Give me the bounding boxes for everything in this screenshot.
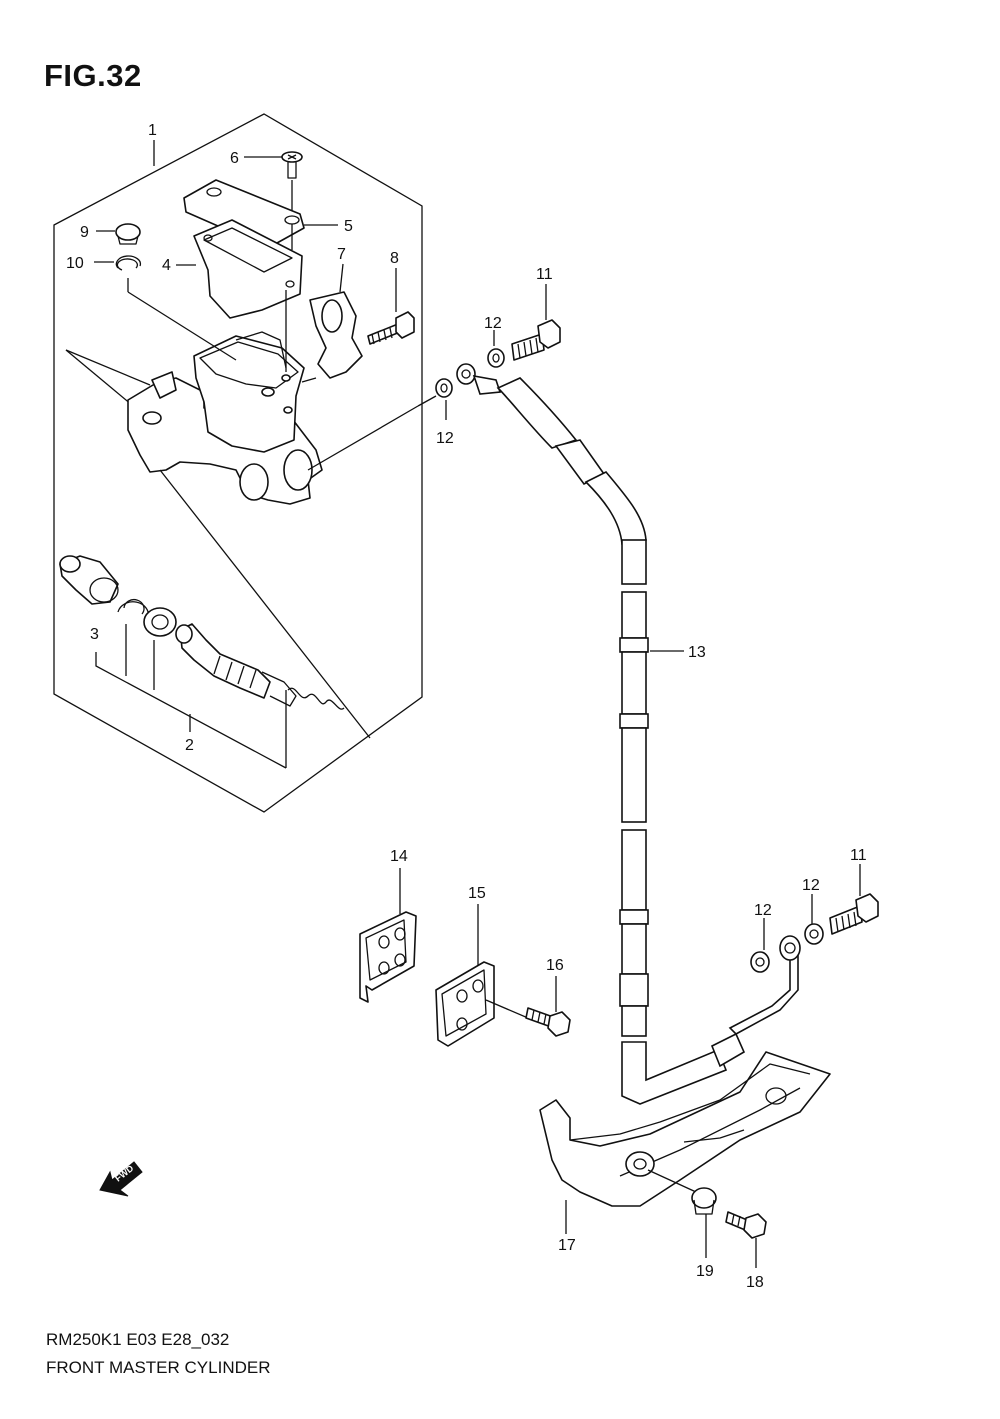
- hose-guide-a-part: [359, 868, 417, 1003]
- snap-ring-part: [117, 598, 150, 619]
- callout-13: 13: [688, 644, 706, 661]
- callout-19: 19: [696, 1263, 714, 1280]
- brake-hose-part: [472, 374, 799, 1105]
- holder-bolt-part: [367, 311, 415, 345]
- callout-3: 3: [90, 626, 99, 643]
- callout-8: 8: [390, 250, 399, 267]
- assembly-outline: [53, 113, 423, 813]
- assembly-callout-lines: [94, 140, 397, 769]
- reservoir-plate-part: [193, 219, 303, 372]
- callout-12-upper-outer: 12: [484, 315, 502, 332]
- callout-5: 5: [344, 218, 353, 235]
- washer-part: [143, 607, 177, 637]
- piston-part: [175, 623, 345, 768]
- callout-15: 15: [468, 885, 486, 902]
- callout-16: 16: [546, 957, 564, 974]
- callout-14: 14: [390, 848, 408, 865]
- callout-18: 18: [746, 1274, 764, 1291]
- callout-7: 7: [337, 246, 346, 263]
- cover-bolt-part: [725, 1211, 767, 1268]
- cover-washer-part: [691, 1187, 717, 1258]
- circlip-part: [115, 255, 237, 361]
- callout-2: 2: [185, 737, 194, 754]
- callout-17: 17: [558, 1237, 576, 1254]
- master-cylinder-body: [65, 331, 419, 739]
- callout-11-lower: 11: [850, 847, 867, 864]
- callout-10: 10: [66, 255, 84, 272]
- disc-cover-part: [539, 1051, 831, 1234]
- callout-12-lower-inner: 12: [754, 902, 772, 919]
- guide-bolt-part: [525, 976, 571, 1037]
- lever-holder-clamp-part: [301, 291, 363, 383]
- sight-glass-part: [115, 223, 141, 245]
- boot-part: [59, 555, 119, 605]
- callout-4: 4: [162, 257, 171, 274]
- figure-name: FRONT MASTER CYLINDER: [46, 1358, 271, 1377]
- callout-12-upper-inner: 12: [436, 430, 454, 447]
- upper-union-parts: [417, 284, 561, 420]
- reservoir-cap-part: [183, 179, 305, 250]
- callout-11-upper: 11: [536, 266, 553, 283]
- lower-union-parts: [750, 864, 879, 973]
- figure-title: FIG.32: [44, 58, 142, 93]
- hose-guide-b-part: [435, 904, 529, 1047]
- callout-6: 6: [230, 150, 239, 167]
- callout-9: 9: [80, 224, 89, 241]
- callout-12-lower-outer: 12: [802, 877, 820, 894]
- fwd-arrow: FWD: [99, 1161, 143, 1197]
- model-code: RM250K1 E03 E28_032: [46, 1330, 230, 1349]
- callout-1: 1: [148, 122, 157, 139]
